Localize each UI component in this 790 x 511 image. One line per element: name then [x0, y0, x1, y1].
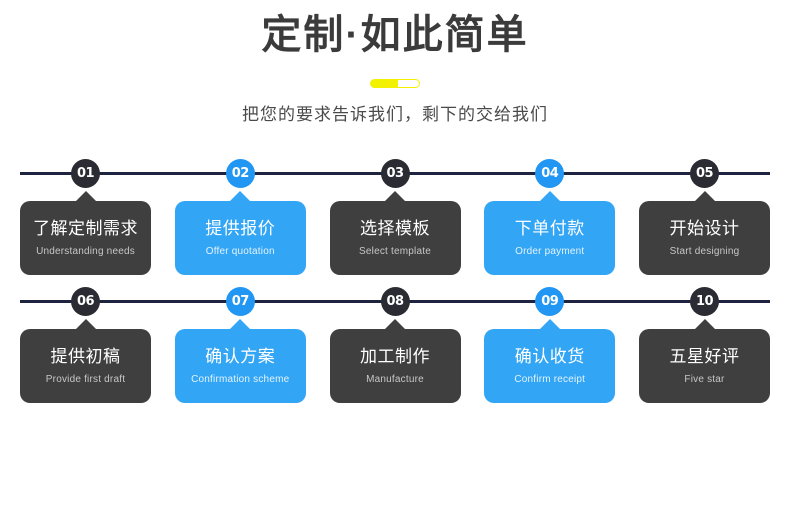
step-label-en: Order payment — [515, 246, 585, 257]
step-label-en: Offer quotation — [205, 246, 275, 257]
step-label-cn: 了解定制需求 — [33, 219, 138, 238]
step-badge: 05 — [690, 159, 719, 188]
step-label-cn: 下单付款 — [514, 219, 585, 238]
step-item[interactable]: 01 了解定制需求 Understanding needs — [20, 150, 151, 275]
step-label-en: Select template — [359, 246, 431, 257]
step-badge: 04 — [535, 159, 565, 188]
step-badge: 09 — [535, 287, 565, 316]
step-badge: 03 — [380, 159, 410, 188]
step-row: 01 了解定制需求 Understanding needs 02 提供报价 Of… — [0, 150, 790, 278]
step-card[interactable]: 五星好评 Five star — [639, 329, 770, 403]
step-label-cn: 选择模板 — [360, 219, 430, 238]
step-label-cn: 五星好评 — [669, 347, 740, 366]
step-label-cn: 提供报价 — [205, 219, 276, 238]
page-subtitle: 把您的要求告诉我们，剩下的交给我们 — [242, 105, 548, 124]
step-item[interactable]: 04 下单付款 Order payment — [484, 150, 616, 275]
step-item[interactable]: 09 确认收货 Confirm receipt — [484, 278, 616, 403]
step-item[interactable]: 07 确认方案 Confirmation scheme — [174, 278, 306, 403]
step-label-en: Confirm receipt — [514, 374, 586, 385]
step-card[interactable]: 下单付款 Order payment — [484, 201, 616, 275]
page-header: 定制·如此简单 把您的要求告诉我们，剩下的交给我们 — [0, 0, 790, 127]
step-badge: 10 — [690, 287, 719, 316]
step-card[interactable]: 确认收货 Confirm receipt — [484, 329, 616, 403]
title-divider — [0, 73, 790, 93]
step-item[interactable]: 06 提供初稿 Provide first draft — [20, 278, 151, 403]
step-label-en: Five star — [684, 374, 725, 385]
step-item[interactable]: 02 提供报价 Offer quotation — [174, 150, 306, 275]
step-label-en: Confirmation scheme — [191, 374, 290, 385]
step-item[interactable]: 05 开始设计 Start designing — [639, 150, 770, 275]
step-card[interactable]: 开始设计 Start designing — [639, 201, 770, 275]
step-label-en: Understanding needs — [36, 246, 135, 257]
step-label-en: Start designing — [669, 246, 740, 257]
step-row: 06 提供初稿 Provide first draft 07 确认方案 Conf… — [0, 278, 790, 406]
step-label-cn: 确认方案 — [205, 347, 276, 366]
step-list: 06 提供初稿 Provide first draft 07 确认方案 Conf… — [20, 278, 770, 403]
step-card[interactable]: 提供初稿 Provide first draft — [20, 329, 151, 403]
step-card[interactable]: 了解定制需求 Understanding needs — [20, 201, 151, 275]
step-label-en: Provide first draft — [45, 374, 126, 385]
step-badge: 07 — [225, 287, 255, 316]
page-title: 定制·如此简单 — [261, 13, 529, 57]
step-card[interactable]: 选择模板 Select template — [329, 201, 461, 275]
step-label-cn: 开始设计 — [669, 219, 740, 238]
step-card[interactable]: 确认方案 Confirmation scheme — [174, 329, 306, 403]
yellow-divider-bar — [370, 78, 420, 88]
step-label-en: Manufacture — [366, 374, 424, 385]
step-card[interactable]: 加工制作 Manufacture — [329, 329, 461, 403]
step-card[interactable]: 提供报价 Offer quotation — [174, 201, 306, 275]
step-badge: 01 — [71, 159, 100, 188]
step-label-cn: 确认收货 — [514, 347, 585, 366]
step-label-cn: 加工制作 — [360, 347, 430, 366]
step-badge: 08 — [380, 287, 410, 316]
step-item[interactable]: 10 五星好评 Five star — [639, 278, 770, 403]
step-label-cn: 提供初稿 — [50, 347, 121, 366]
step-item[interactable]: 08 加工制作 Manufacture — [329, 278, 461, 403]
step-badge: 02 — [225, 159, 255, 188]
step-badge: 06 — [71, 287, 100, 316]
steps-container: 01 了解定制需求 Understanding needs 02 提供报价 Of… — [0, 150, 790, 406]
step-item[interactable]: 03 选择模板 Select template — [329, 150, 461, 275]
step-list: 01 了解定制需求 Understanding needs 02 提供报价 Of… — [20, 150, 770, 275]
